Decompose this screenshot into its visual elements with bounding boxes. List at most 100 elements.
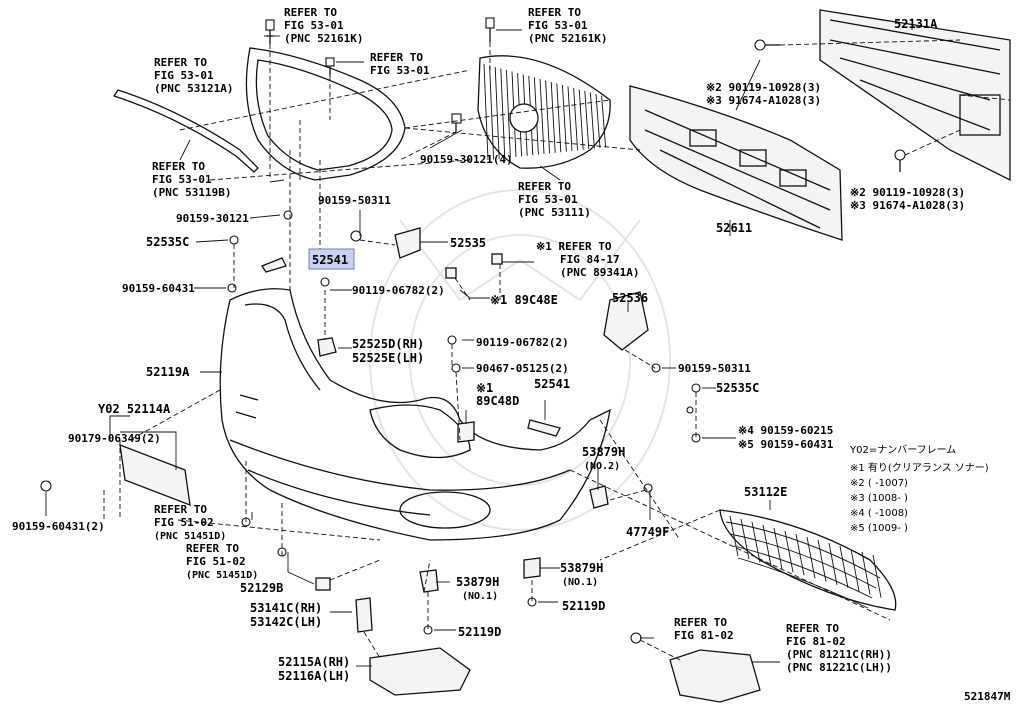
lower-grille-mesh-line <box>725 521 881 579</box>
label-52536[interactable]: 52536 <box>612 291 648 305</box>
label-52119D-left[interactable]: 52119D <box>458 625 501 639</box>
label-52525E[interactable]: 52525E(LH) <box>352 351 424 365</box>
lower-grille-mesh-line <box>784 530 794 573</box>
lower-grille-mesh-line <box>828 542 838 585</box>
label-53112E[interactable]: 53112E <box>744 485 787 499</box>
label-89C48D[interactable]: ※1 89C48D <box>476 381 519 408</box>
legend-row: ※2 ( -1007) <box>850 478 908 489</box>
lower-grille-mesh-line <box>773 527 783 569</box>
label-90159-30121[interactable]: 90159-30121 <box>176 212 249 225</box>
label-47749F[interactable]: 47749F <box>626 525 669 539</box>
label-91674-A1028-bot[interactable]: ※3 91674-A1028(3) <box>850 199 965 212</box>
label-52525D[interactable]: 52525D(RH) <box>352 337 424 351</box>
label-53879H-no2[interactable]: 53879H (NO.2) <box>582 445 633 472</box>
label-53879H-no1-left[interactable]: 53879H (NO.1) <box>456 575 507 602</box>
legend-row: ※4 ( -1008) <box>850 508 908 519</box>
lower-grille-mesh-line <box>751 521 761 563</box>
grille-mesh-line <box>578 89 584 150</box>
label-90159-60431-2[interactable]: 90159-60431(2) <box>12 520 105 533</box>
grille-mesh-line <box>601 95 607 148</box>
bumper-cover-part <box>219 288 611 541</box>
bracket-part <box>119 227 649 696</box>
legend-row: ※5 (1009- ) <box>850 523 908 534</box>
label-90159-60431-right[interactable]: ※5 90159-60431 <box>738 438 834 451</box>
label-90159-60431-left[interactable]: 90159-60431 <box>122 282 195 295</box>
lower-grille-part <box>719 509 897 611</box>
part-labels: REFER TO FIG 53-01 (PNC 52161K) REFER TO… <box>12 6 965 683</box>
label-89C48E[interactable]: ※1 89C48E <box>490 293 558 307</box>
label-53142C[interactable]: 53142C(LH) <box>250 615 322 629</box>
label-52116A[interactable]: 52116A(LH) <box>278 669 350 683</box>
label-52541-right[interactable]: 52541 <box>534 377 570 391</box>
label-refer-grille-center[interactable]: REFER TO FIG 53-01 (PNC 53111) <box>518 180 591 219</box>
label-53141C[interactable]: 53141C(RH) <box>250 601 322 615</box>
label-52541-highlight[interactable]: 52541 <box>312 253 348 267</box>
grille-mesh-line <box>584 90 590 150</box>
label-y02-52114A[interactable]: Y02 52114A <box>98 402 171 416</box>
label-91674-A1028-top[interactable]: ※3 91674-A1028(3) <box>706 94 821 107</box>
label-refer-fig84[interactable]: ※1 REFER TO FIG 84-17 (PNC 89341A) <box>536 240 639 279</box>
highlight-52541[interactable] <box>308 248 355 270</box>
assembly-lines <box>103 42 891 661</box>
label-90119-06782-b[interactable]: 90119-06782(2) <box>476 336 569 349</box>
grille-mesh-line <box>539 78 545 155</box>
lower-grille-mesh-line <box>817 539 827 582</box>
grille-mesh-line <box>561 84 567 152</box>
label-refer-grille-top-left[interactable]: REFER TO FIG 53-01 (PNC 52161K) <box>284 6 363 45</box>
label-refer-fig51-a[interactable]: REFER TO FIG 51-02 (PNC 51451D) <box>154 503 226 542</box>
grille-mesh-line <box>550 81 556 153</box>
label-90119-10928-top[interactable]: ※2 90119-10928(3) <box>706 81 821 94</box>
label-52535[interactable]: 52535 <box>450 236 486 250</box>
grille-mesh-line <box>494 66 500 159</box>
reinforcement-beam-part <box>819 9 1011 182</box>
center-grille-part <box>477 55 611 169</box>
grille-frame-part <box>245 47 406 181</box>
label-refer-fig81-right[interactable]: REFER TO FIG 81-02 (PNC 81211C(RH)) (PNC… <box>786 622 899 674</box>
grille-mesh-line <box>595 93 601 149</box>
grille-mesh-line <box>573 87 579 151</box>
grille-mesh-line <box>567 86 573 152</box>
label-90179-06349[interactable]: 90179-06349(2) <box>68 432 161 445</box>
legend-row: ※3 (1008- ) <box>850 493 908 504</box>
legend-title: Y02=ナンバーフレーム <box>849 444 956 456</box>
label-refer-molding[interactable]: REFER TO FIG 53-01 (PNC 53119B) <box>152 160 231 199</box>
grille-mesh-line <box>489 65 495 160</box>
lower-grille-mesh-line <box>762 524 772 566</box>
label-90119-06782-a[interactable]: 90119-06782(2) <box>352 284 445 297</box>
label-52129B[interactable]: 52129B <box>240 581 283 595</box>
label-52115A[interactable]: 52115A(RH) <box>278 655 350 669</box>
lower-grille-mesh-line <box>737 557 869 609</box>
lower-grille-mesh-line <box>861 551 871 595</box>
label-refer-grille-frame[interactable]: REFER TO FIG 53-01 (PNC 53121A) <box>154 56 233 95</box>
label-52131A[interactable]: 52131A <box>894 17 938 31</box>
diagram-id: 521847M <box>964 690 1011 703</box>
lower-grille-mesh-line <box>850 548 860 592</box>
lower-grille-mesh-line <box>740 518 750 560</box>
label-90119-10928-bot[interactable]: ※2 90119-10928(3) <box>850 186 965 199</box>
grille-mesh-line <box>500 68 506 159</box>
label-refer-grille-top-right[interactable]: REFER TO FIG 53-01 (PNC 52161K) <box>528 6 607 45</box>
bolt-icon <box>754 39 906 172</box>
label-refer-clip[interactable]: REFER TO FIG 53-01 <box>370 51 430 77</box>
label-90159-30121-4[interactable]: 90159-30121(4) <box>420 153 513 166</box>
label-52119A[interactable]: 52119A <box>146 365 190 379</box>
label-52119D-right[interactable]: 52119D <box>562 599 605 613</box>
label-refer-fig51-b[interactable]: REFER TO FIG 51-02 (PNC 51451D) <box>186 542 258 581</box>
label-refer-fig81-left[interactable]: REFER TO FIG 81-02 <box>674 616 734 642</box>
leader-lines <box>45 18 913 667</box>
lower-grille-mesh-line <box>839 545 849 589</box>
label-90467-05125[interactable]: 90467-05125(2) <box>476 362 569 375</box>
label-90159-60215[interactable]: ※4 90159-60215 <box>738 424 833 437</box>
energy-absorber-part <box>629 85 843 241</box>
lower-grille-mesh-line <box>733 545 873 599</box>
grille-mesh-line <box>483 63 489 161</box>
legend: Y02=ナンバーフレーム ※1 有り(クリアランス ソナー) ※2 ( -100… <box>849 444 989 534</box>
label-53879H-no1-right[interactable]: 53879H (NO.1) <box>560 561 611 588</box>
label-90159-50311-top[interactable]: 90159-50311 <box>318 194 391 207</box>
label-52535C-left[interactable]: 52535C <box>146 235 189 249</box>
label-90159-50311-right[interactable]: 90159-50311 <box>678 362 751 375</box>
grille-mesh-line <box>556 83 562 153</box>
label-52535C-right[interactable]: 52535C <box>716 381 759 395</box>
label-52611[interactable]: 52611 <box>716 221 752 235</box>
